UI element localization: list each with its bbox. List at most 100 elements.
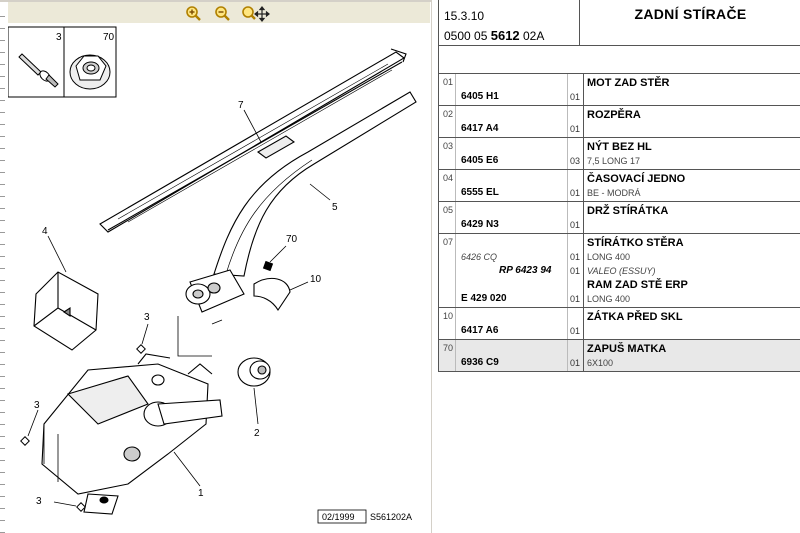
part-description: ROZPĚRA [587, 109, 641, 121]
ruler-tick [0, 472, 5, 473]
col-divider [567, 74, 568, 105]
part-index: 03 [443, 141, 454, 151]
part-row[interactable]: 02 ROZPĚRA 6417 A4 01 [438, 106, 800, 138]
ruler-tick [0, 436, 5, 437]
header-date: 15.3.10 [444, 9, 485, 23]
ruler-tick [0, 292, 5, 293]
ruler-tick [0, 232, 5, 233]
legend-label-3: 3 [56, 32, 62, 43]
callout-4: 4 [42, 226, 48, 237]
header-divider [579, 0, 580, 46]
ruler-tick [0, 136, 5, 137]
wiper-blade [99, 48, 407, 233]
legend-label-70: 70 [103, 32, 115, 43]
part-number: 6417 A4 [461, 123, 499, 134]
cap-10 [253, 277, 291, 312]
col-divider [567, 106, 568, 137]
col-divider [583, 74, 584, 105]
part-description: NÝT BEZ HL [587, 141, 652, 153]
col-divider [455, 170, 456, 201]
col-divider [567, 340, 568, 371]
col-divider [455, 340, 456, 371]
ruler-tick [0, 100, 5, 101]
ruler-tick [0, 124, 5, 125]
rivet-marker-a [136, 344, 146, 354]
col-divider [583, 106, 584, 137]
ruler-tick [0, 460, 5, 461]
part-quantity: 01 [570, 294, 581, 304]
part-number-replacement: RP 6423 94 [499, 265, 552, 276]
col-divider [567, 138, 568, 169]
flange-nut-icon [69, 54, 111, 90]
ruler-tick [0, 268, 5, 269]
part-description: DRŽ STÍRÁTKA [587, 205, 669, 217]
ruler-tick [0, 88, 5, 89]
col-divider [455, 234, 456, 307]
ruler-tick [0, 16, 5, 17]
col-divider [455, 202, 456, 233]
col-divider [567, 308, 568, 339]
ruler-tick [0, 244, 5, 245]
zoom-toolbar [8, 2, 430, 23]
col-divider [455, 106, 456, 137]
ruler-tick [0, 424, 5, 425]
ruler-tick [0, 148, 5, 149]
part-description: ZAPUŠ MATKA [587, 343, 667, 355]
page-title: ZADNÍ STÍRAČE [634, 6, 747, 22]
ruler-tick [0, 520, 5, 521]
col-divider [455, 74, 456, 105]
callout-1: 1 [198, 488, 204, 499]
ruler-tick [0, 340, 5, 341]
ruler-tick [0, 352, 5, 353]
part-quantity: 01 [570, 92, 581, 102]
magnifier-move-icon[interactable] [240, 5, 270, 22]
part-detail: BE - MODRÁ [587, 188, 641, 198]
part-quantity: 01 [570, 124, 581, 134]
part-quantity: 01 [570, 266, 581, 276]
col-divider [567, 234, 568, 307]
spacer-2 [237, 357, 271, 387]
ruler-tick [0, 196, 5, 197]
part-number: 6555 EL [461, 187, 499, 198]
col-divider [583, 138, 584, 169]
ruler-tick [0, 304, 5, 305]
ruler-tick [0, 364, 5, 365]
parts-list-panel: 15.3.10 0500 05 5612 02A ZADNÍ STÍRAČE 0… [438, 0, 800, 533]
part-number: 6936 C9 [461, 357, 499, 368]
part-description: MOT ZAD STĚR [587, 77, 670, 89]
ruler-tick [0, 328, 5, 329]
magnifier-minus-icon[interactable] [213, 5, 233, 22]
part-index: 02 [443, 109, 454, 119]
ruler-tick [0, 316, 5, 317]
col-divider [583, 234, 584, 307]
part-description: RAM ZAD STĚ ERP [587, 279, 688, 291]
part-detail: VALEO (ESSUY) [587, 266, 656, 276]
ref-bold: 5612 [490, 28, 520, 43]
nut-70-marker [262, 260, 274, 272]
timer-module-4 [33, 271, 99, 351]
parts-header: 15.3.10 0500 05 5612 02A ZADNÍ STÍRAČE [438, 0, 800, 46]
legend-box [7, 26, 117, 98]
ruler-tick [0, 280, 5, 281]
header-spacer [438, 46, 800, 74]
rivet-marker-c [76, 502, 86, 512]
rivet-marker-b [20, 436, 30, 446]
ruler-tick [0, 28, 5, 29]
part-index: 05 [443, 205, 454, 215]
part-quantity: 01 [570, 358, 581, 368]
magnifier-plus-icon[interactable] [184, 5, 204, 22]
part-quantity: 03 [570, 156, 581, 166]
wiper-motor-1 [41, 353, 223, 515]
ruler-tick [0, 376, 5, 377]
diagram-drawing-ref: S561202A [370, 512, 412, 522]
callout-2: 2 [254, 428, 260, 439]
part-detail: 7,5 LONG 17 [587, 156, 641, 166]
